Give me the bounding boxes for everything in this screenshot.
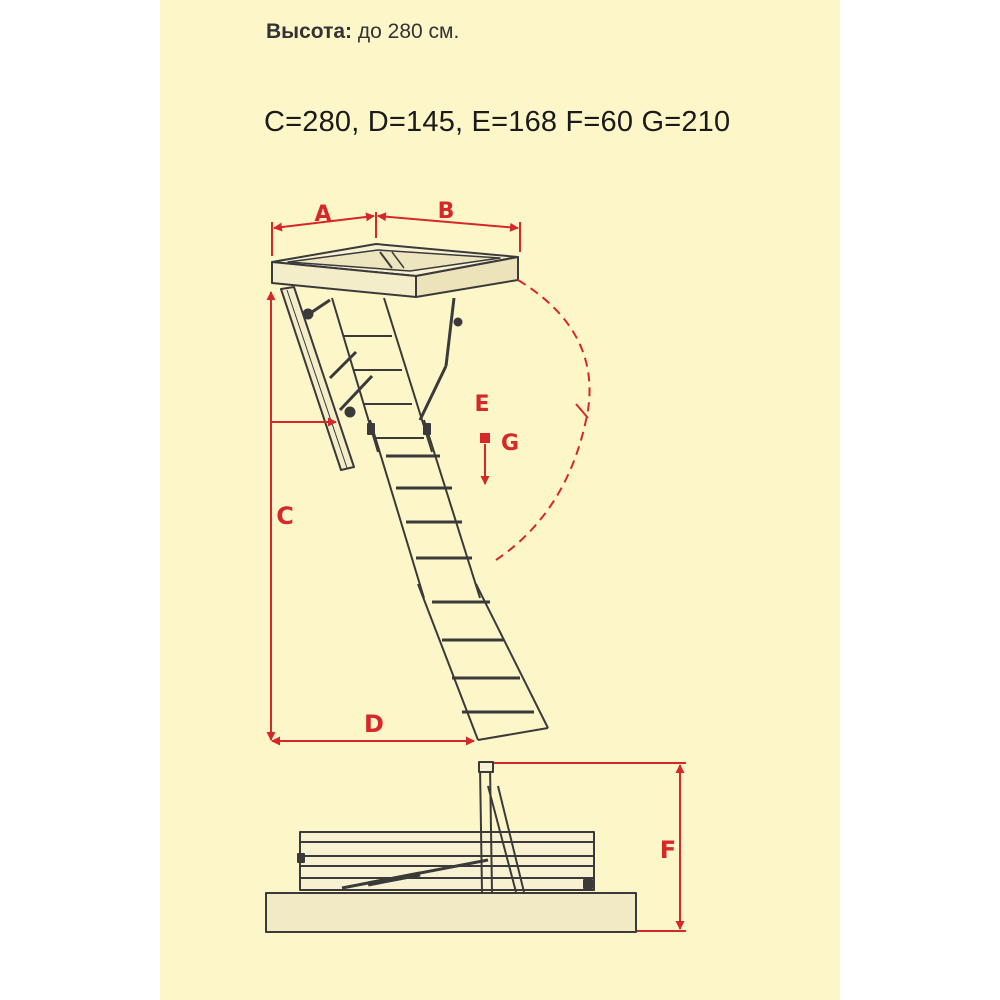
folded-arm <box>341 858 489 890</box>
label-f: F <box>660 836 676 864</box>
dimension-labels: A B C D E G F <box>276 199 676 864</box>
hatch-lid <box>280 286 355 471</box>
ladder-section-upper <box>331 297 433 453</box>
label-a: A <box>314 202 331 227</box>
height-label: Высота: <box>266 20 353 43</box>
hatch-base <box>265 892 637 933</box>
ceiling-frame <box>271 243 519 298</box>
label-e: E <box>474 392 489 417</box>
label-d: D <box>364 710 384 738</box>
arc-tick <box>575 403 589 419</box>
dimension-lines <box>266 212 686 932</box>
height-value: до 280 см. <box>357 20 460 43</box>
ladder-side-view <box>271 243 549 741</box>
label-b: B <box>438 199 455 224</box>
folded-struts <box>478 761 525 893</box>
label-g: G <box>501 431 519 456</box>
ladder-section-middle <box>367 419 481 599</box>
hinge-arms <box>302 297 463 421</box>
label-c: C <box>276 502 294 530</box>
folded-ladder-stack <box>297 831 595 891</box>
height-spec: Высота: до 280 см. <box>266 20 459 44</box>
folded-hatch-view <box>265 761 637 933</box>
dimensions-spec: C=280, D=145, E=168 F=60 G=210 <box>264 106 731 138</box>
ladder-section-lower <box>417 583 549 741</box>
swing-arc <box>495 279 591 561</box>
